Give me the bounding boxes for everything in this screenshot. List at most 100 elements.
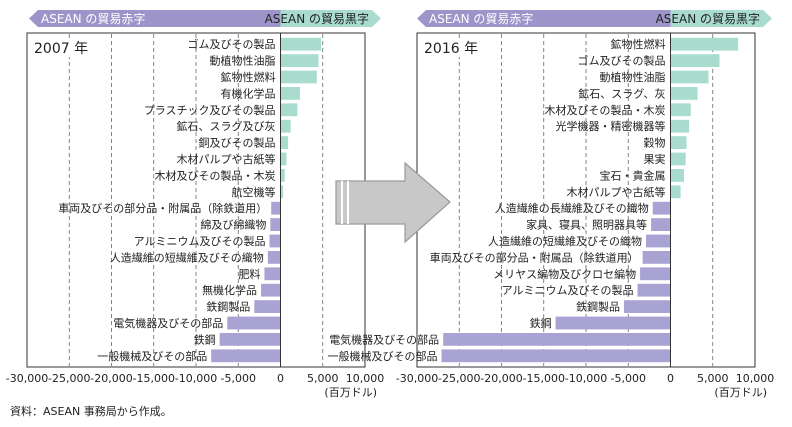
bar-15 xyxy=(264,267,281,281)
bar-2 xyxy=(670,54,720,67)
category-label-15: 肥料 xyxy=(238,267,260,281)
bar-5 xyxy=(670,103,691,117)
category-label-16: 無機化学品 xyxy=(202,283,257,297)
chart-title: 2016 年 xyxy=(424,41,478,57)
x-tick-label: 0 xyxy=(277,372,284,385)
x-tick-label: -15,000 xyxy=(133,372,175,385)
x-tick-label: 0 xyxy=(667,372,674,385)
category-label-12: 綿及び綿織物 xyxy=(200,218,266,232)
x-tick-label: 5,000 xyxy=(307,372,339,385)
category-label-18: 電気機器及びその部品 xyxy=(113,316,223,330)
bar-17 xyxy=(254,300,281,313)
category-label-4: 有機化学品 xyxy=(221,86,276,100)
category-label-7: 銅及びその製品 xyxy=(199,136,276,150)
category-label-2: ゴム及びその製品 xyxy=(578,54,666,68)
title-background xyxy=(30,39,82,57)
bar-7 xyxy=(670,136,687,149)
bar-19 xyxy=(219,333,281,346)
surplus-arrow xyxy=(280,10,381,27)
x-tick-label: -10,000 xyxy=(565,372,607,385)
category-label-14: 車両及びその部分品・附属品（除鉄道用） xyxy=(430,250,639,264)
title-background xyxy=(420,39,472,57)
category-label-8: 木材パルプや古紙等 xyxy=(177,152,276,166)
category-label-19: 鉄鋼 xyxy=(194,332,216,346)
bar-18 xyxy=(555,316,671,330)
bar-7 xyxy=(280,136,289,149)
x-tick-label: -25,000 xyxy=(48,372,90,385)
bar-5 xyxy=(280,103,298,117)
x-tick-label: -15,000 xyxy=(523,372,565,385)
deficit-label: ASEAN の貿易赤字 xyxy=(429,11,533,26)
unit-label: (百万ドル) xyxy=(324,386,377,399)
category-label-2: 動植物性油脂 xyxy=(210,54,276,68)
bar-11 xyxy=(652,201,671,215)
category-label-4: 鉱石、スラグ、灰 xyxy=(578,86,665,100)
category-label-13: 人造繊維の短繊維及びその織物 xyxy=(488,234,642,248)
plot-frame xyxy=(416,32,756,368)
bar-17 xyxy=(624,300,671,313)
unit-label: (百万ドル) xyxy=(714,386,767,399)
x-tick-label: -10,000 xyxy=(175,372,217,385)
bar-16 xyxy=(637,283,671,297)
deficit-label: ASEAN の貿易赤字 xyxy=(41,11,145,26)
x-tick-label: -5,000 xyxy=(611,372,646,385)
bar-14 xyxy=(642,251,671,264)
bar-3 xyxy=(670,70,709,84)
source-note: 資料：ASEAN 事務局から作成。 xyxy=(10,405,172,418)
x-tick-label: -30,000 xyxy=(6,372,48,385)
category-label-13: アルミニウム及びその製品 xyxy=(134,234,266,248)
category-label-20: 一般機械及びその部品 xyxy=(97,349,207,363)
category-label-6: 光学機器・精密機器等 xyxy=(556,119,666,133)
x-tick-label: -30,000 xyxy=(396,372,438,385)
x-tick-label: 5,000 xyxy=(697,372,729,385)
bar-10 xyxy=(280,185,284,199)
category-label-8: 果実 xyxy=(644,152,666,166)
bar-12 xyxy=(651,218,671,231)
category-label-17: 鉄鋼製品 xyxy=(206,300,250,314)
category-label-17: 鉄鋼製品 xyxy=(576,300,620,314)
bar-13 xyxy=(269,234,281,248)
category-label-20: 一般機械及びその部品 xyxy=(328,349,438,363)
bar-10 xyxy=(670,185,681,199)
bar-1 xyxy=(670,37,739,51)
bar-20 xyxy=(441,349,671,363)
category-label-9: 木材及びその製品・木炭 xyxy=(155,168,276,182)
bar-3 xyxy=(280,70,317,84)
category-label-12: 家具、寝具、照明器具等 xyxy=(526,218,647,232)
category-label-18: 鉄鋼 xyxy=(530,316,552,330)
deficit-arrow xyxy=(29,10,281,27)
bar-4 xyxy=(280,87,300,100)
bar-1 xyxy=(280,37,322,51)
category-label-9: 宝石・貴金属 xyxy=(600,168,666,182)
transition-arrow xyxy=(335,161,451,244)
bar-8 xyxy=(280,152,287,166)
bar-9 xyxy=(670,169,685,182)
bar-6 xyxy=(280,119,291,133)
category-label-5: 木材及びその製品・木炭 xyxy=(545,103,666,117)
surplus-arrow xyxy=(670,10,772,27)
bar-9 xyxy=(280,169,285,182)
x-tick-label: -20,000 xyxy=(90,372,132,385)
category-label-10: 航空機等 xyxy=(232,185,276,199)
plot-frame xyxy=(26,32,366,368)
bar-18 xyxy=(227,316,281,330)
category-label-1: ゴム及びその製品 xyxy=(188,37,276,51)
bar-11 xyxy=(271,201,281,215)
chart-title: 2007 年 xyxy=(34,41,88,57)
bar-19 xyxy=(443,333,671,346)
x-tick-label: -5,000 xyxy=(221,372,256,385)
category-label-3: 動植物性油脂 xyxy=(600,70,666,84)
category-label-11: 人造繊維の長繊維及びその織物 xyxy=(495,201,649,215)
x-tick-label: 10,000 xyxy=(346,372,385,385)
category-label-15: メリヤス編物及びクロセ編物 xyxy=(493,267,636,281)
bar-2 xyxy=(280,54,319,67)
bar-4 xyxy=(670,87,698,100)
surplus-label: ASEAN の貿易黒字 xyxy=(265,11,369,26)
chart-panel-2: ASEAN の貿易赤字 ASEAN の貿易黒字鉱物性燃料ゴム及びその製品動植物性油… xyxy=(328,10,774,399)
bar-13 xyxy=(645,234,671,248)
bar-14 xyxy=(267,251,281,264)
surplus-label: ASEAN の貿易黒字 xyxy=(656,11,760,26)
category-label-1: 鉱物性燃料 xyxy=(611,37,666,51)
